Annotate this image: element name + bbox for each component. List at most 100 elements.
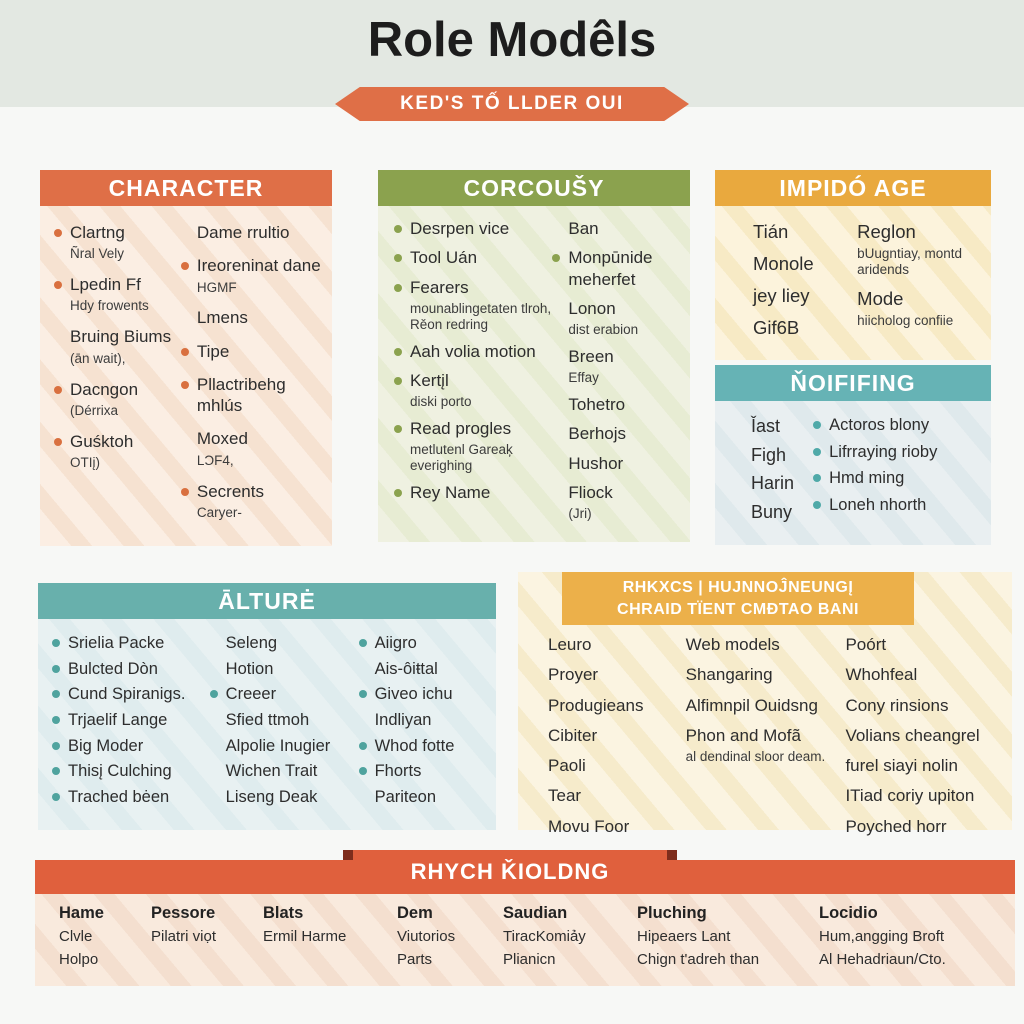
list-item: Monole <box>737 252 841 275</box>
section-noififing-body: Ǐast Figh Harin Buny Actoros blony Lifrr… <box>715 401 991 545</box>
list-item: Pariteon <box>359 787 490 808</box>
subtitle-text: KED'S TỐ LLDER OUI <box>400 93 624 114</box>
item-text: Tool Uán <box>410 248 478 268</box>
list-item: Tear <box>548 785 686 806</box>
section-alture: ĀLTURĖ Srielia Packe Bulcted Dòn Cund Sp… <box>38 583 496 830</box>
list-item: Alfimnpil Ouidsng <box>686 695 846 716</box>
column-head: Saudian <box>503 904 568 922</box>
alture-column-3: Aiigro Ais-ôiŧtal Giveo ichu Indliyan Wh… <box>358 633 490 830</box>
item-subtext: Ñral Vely <box>70 246 125 262</box>
item-text: Trjaelif Lange <box>68 710 168 729</box>
item-text: Trached bėen <box>68 787 170 806</box>
list-item: Leuro <box>548 634 686 655</box>
rkxcs-title-line1: RHKXCS | HUJNNOĴNEUNGĮ <box>622 578 854 596</box>
list-item: Dacngon (Dérrixa <box>54 379 181 419</box>
item-text: Giveo ichu <box>374 685 453 704</box>
bullet-dot-icon <box>358 639 367 647</box>
item-subtext: (Dérrixa <box>70 402 119 418</box>
bullet-dot-icon <box>52 767 60 776</box>
item-text: Paoli <box>548 756 586 775</box>
list-item: Ban <box>552 218 682 239</box>
item-text: Kertįl <box>410 370 449 390</box>
list-item: Pllactribehg mhlús <box>180 374 324 417</box>
list-item: Tián <box>737 220 841 243</box>
section-noififing-title: ŇOIFIFING <box>715 365 991 401</box>
list-item: Loneh nhorth <box>813 495 987 516</box>
item-text: Tohetro <box>568 395 626 415</box>
list-item: Harin <box>735 472 813 495</box>
item-text: Lonon <box>568 298 616 318</box>
item-text: Whohfeal <box>845 665 918 685</box>
list-item: Whohfeal <box>845 664 992 685</box>
section-corcousy-title: CORCOUŠY <box>378 170 690 206</box>
list-item: Hotion <box>210 659 359 680</box>
bullet-dot-icon <box>52 715 60 724</box>
item-text: Lpedin Ff <box>70 275 141 295</box>
item-text: Fhorts <box>374 762 422 781</box>
rkxcs-column-2: Web models Shangaring Alfimnpil Ouidsng … <box>686 634 846 846</box>
list-item: Sfied ttmoh <box>210 710 359 731</box>
bullet-dot-icon <box>52 690 60 699</box>
item-text: Gif6B <box>753 317 800 339</box>
item-text: Hmd ming <box>829 469 905 488</box>
list-item: ITiad coriy upiton <box>845 785 992 806</box>
item-text: Seleng <box>225 634 278 652</box>
item-text: Fearers <box>410 277 469 297</box>
rhych-column-4: Dem Viutorios Parts <box>397 904 503 986</box>
list-item: Paoli <box>548 755 686 776</box>
section-rhych-body: Hame Clvle Holpo Pessore Pilatri viọt Bl… <box>35 894 1015 986</box>
item-subtext: Caryer- <box>196 504 242 520</box>
bullet-dot-icon <box>394 489 402 498</box>
list-item: jey liey <box>737 284 841 307</box>
item-subtext: (ān wait), <box>70 350 126 366</box>
rhych-column-6: Pluching Hipeaers Lant Chign t'adreh tha… <box>637 904 819 986</box>
list-item: Rey Name <box>394 482 552 503</box>
list-item: Fliock(Jri) <box>552 482 682 522</box>
list-item: Web models <box>686 634 846 655</box>
list-item: Wichen Trait <box>210 761 359 782</box>
list-item: Movu Foor <box>548 816 686 837</box>
alture-column-1: Srielia Packe Bulcted Dòn Cund Spiranigs… <box>52 633 210 830</box>
list-item: Shangaring <box>686 664 846 685</box>
item-text: Dame rrultio <box>196 223 290 242</box>
item-text: Desrpen vice <box>410 219 510 238</box>
bullet-dot-icon <box>813 421 822 429</box>
list-item: Hmd ming <box>813 468 987 489</box>
list-item: Poórt <box>845 634 992 655</box>
item-text: Aah volia motion <box>410 341 536 361</box>
section-alture-body: Srielia Packe Bulcted Dòn Cund Spiranigs… <box>38 619 496 830</box>
item-text: Ban <box>568 219 599 238</box>
item-text: Alfimnpil Ouidsng <box>685 695 818 715</box>
item-text: Read progles <box>410 419 512 439</box>
bullet-dot-icon <box>54 385 62 394</box>
item-text: Produgieans <box>548 695 644 715</box>
column-head: Hame <box>59 904 104 922</box>
rhych-column-3: Blats Ermil Harme <box>263 904 397 986</box>
item-text: Figh <box>751 444 787 465</box>
list-item: Tohetro <box>552 394 682 415</box>
item-text: Leuro <box>548 635 592 654</box>
item-text: Moxed <box>196 429 248 449</box>
bullet-dot-icon <box>54 229 62 237</box>
item-text: Berhojs <box>568 424 627 444</box>
item-text: Cund Spiranigs. <box>68 685 186 704</box>
item-text: Dacngon <box>70 379 139 399</box>
list-item: Desrpen vice <box>394 218 552 239</box>
bullet-dot-icon <box>358 690 367 699</box>
item-text: Proyer <box>548 665 599 685</box>
item-text: Tián <box>753 221 789 242</box>
list-item: Ais-ôiŧtal <box>359 659 490 680</box>
bullet-dot-icon <box>813 474 822 483</box>
item-text: Loneh nhorth <box>829 495 927 514</box>
list-item: Aiigro <box>358 633 490 654</box>
bullet-dot-icon <box>813 500 822 509</box>
